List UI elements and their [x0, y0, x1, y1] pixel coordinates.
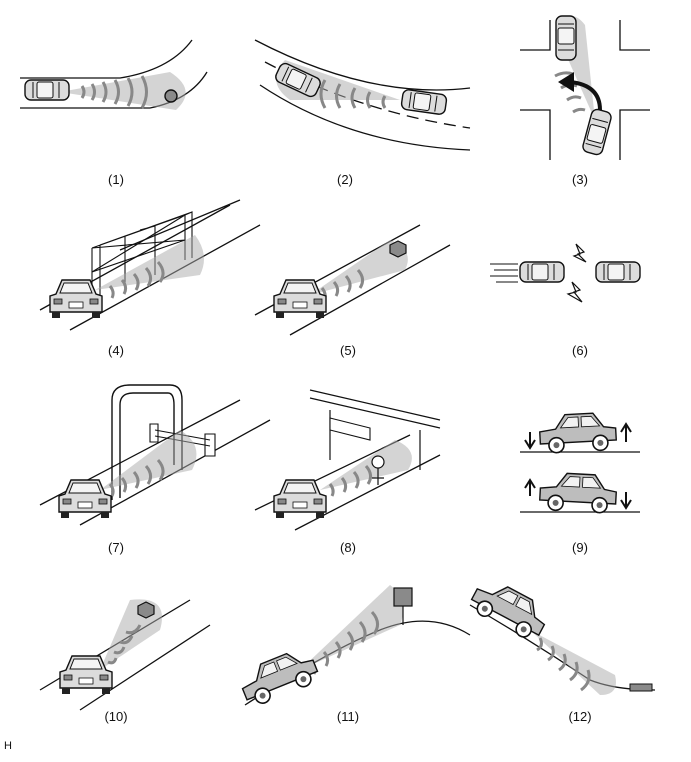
panel-caption: (7): [108, 540, 124, 555]
panel-caption: (3): [572, 172, 588, 187]
car-topview: [24, 79, 70, 101]
panel-5-road-debris: [254, 224, 451, 336]
car-rearview: [273, 279, 327, 319]
car-rearview: [49, 279, 103, 319]
debris-object: [389, 240, 407, 258]
sign-board: [329, 417, 371, 441]
radar-beam: [100, 430, 197, 490]
car-topview: [519, 261, 565, 283]
car-sideview: [538, 411, 618, 455]
radar-beam: [320, 440, 412, 490]
arrow-up-icon: [524, 478, 536, 496]
panel-2-curve-adjacent-lane: [254, 39, 471, 151]
car-rearview: [273, 479, 327, 519]
panel-caption: (12): [568, 709, 592, 724]
roadside-sign: [393, 587, 413, 607]
impact-spark: [572, 243, 587, 263]
debris-object: [137, 601, 155, 619]
car-topview: [580, 107, 614, 157]
panel-12-downhill-ground: [466, 573, 656, 695]
roadside-sign: [371, 455, 385, 469]
panel-7-gate-structure: [39, 384, 271, 526]
panel-caption: (4): [108, 343, 124, 358]
arrow-down-icon: [620, 492, 632, 510]
panel-caption: (1): [108, 172, 124, 187]
car-sideview: [466, 573, 553, 645]
radar-beam: [530, 630, 616, 695]
panel-9-vehicle-pitch: [520, 411, 640, 515]
panel-1-curve-pole: [20, 39, 208, 110]
car-topview: [400, 88, 448, 116]
radar-beam: [95, 235, 204, 290]
motion-lines: [490, 263, 518, 283]
radar-beam: [60, 72, 186, 110]
panel-11-uphill-sign: [235, 585, 471, 710]
panel-4-overhead-truss: [39, 199, 261, 331]
panel-caption: (10): [104, 709, 128, 724]
panel-8-overhead-sign: [254, 389, 441, 531]
panel-caption: (2): [337, 172, 353, 187]
car-topview: [555, 15, 577, 61]
arrow-down-icon: [524, 432, 536, 450]
car-sideview: [235, 644, 322, 710]
panel-3-intersection-turn: [520, 15, 650, 160]
impact-spark: [566, 281, 583, 303]
panel-10-raised-object: [39, 599, 211, 711]
panel-caption: (6): [572, 343, 588, 358]
panel-caption: (11): [336, 709, 360, 724]
car-rearview: [58, 479, 112, 519]
radar-beam: [300, 585, 404, 670]
car-topview: [595, 261, 641, 283]
car-sideview: [538, 471, 618, 515]
ground-object: [629, 683, 653, 692]
overhead-truss: [91, 211, 193, 300]
panel-caption: (9): [572, 540, 588, 555]
figure-code: H: [4, 740, 12, 752]
turn-arrow: [569, 80, 602, 111]
panel-6-collision-vehicles: [490, 243, 641, 303]
arrow-up-icon: [620, 422, 632, 442]
gate-arch: [111, 384, 183, 500]
panel-caption: (5): [340, 343, 356, 358]
panel-caption: (8): [340, 540, 356, 555]
roadside-pole: [164, 89, 178, 103]
radar-beam: [310, 240, 408, 295]
